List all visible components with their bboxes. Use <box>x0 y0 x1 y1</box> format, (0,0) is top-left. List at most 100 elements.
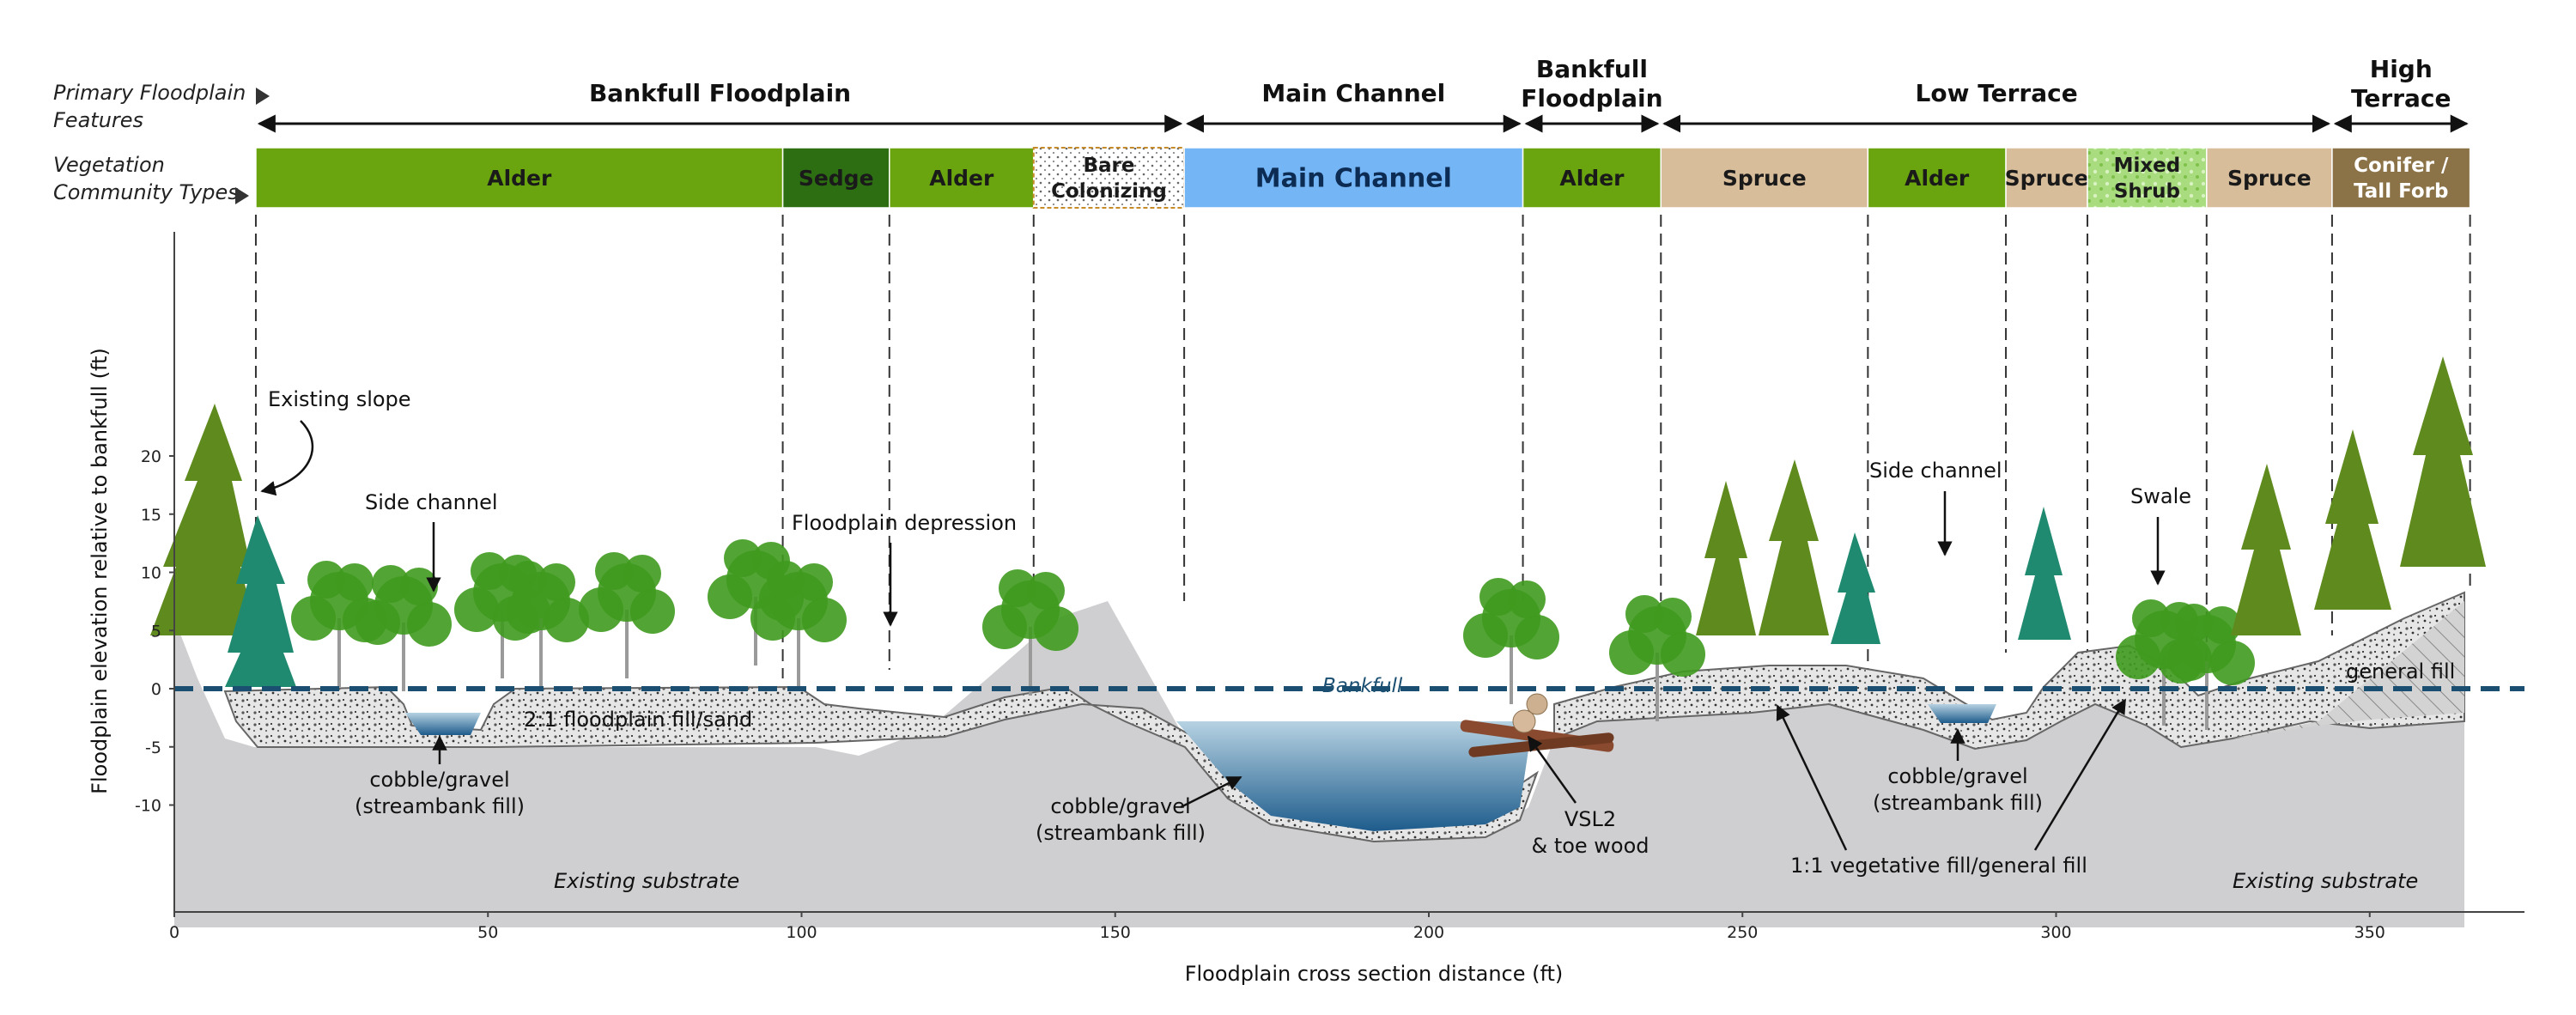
vegetation-zone-label: Spruce <box>2005 166 2089 191</box>
alder-shrub-icon <box>750 561 847 687</box>
conifer-tree-icon <box>2231 464 2301 635</box>
vegetation-zone-label: Bare <box>1083 155 1134 177</box>
header-labels: Primary Floodplain Features Vegetation C… <box>53 81 270 204</box>
existing-slope-arrow <box>260 420 314 496</box>
alder-shrub-icon <box>982 569 1078 696</box>
x-tick-label: 50 <box>477 923 498 942</box>
feature-label: Main Channel <box>1261 79 1445 107</box>
alder-shrub-icon <box>291 561 387 687</box>
cobble-label-3b: (streambank fill) <box>1873 791 2043 815</box>
cobble-arrow-2 <box>1180 775 1242 809</box>
feature-label: High <box>2370 55 2433 83</box>
x-tick-label: 0 <box>169 923 179 942</box>
substrate-label-right: Existing substrate <box>2233 869 2418 893</box>
floodplain-fill-label: 2:1 floodplain fill/sand <box>524 708 752 732</box>
cobble-label-2: cobble/gravel <box>1050 794 1190 818</box>
vegetation-pointer-icon <box>235 187 249 204</box>
primary-pointer-icon <box>256 88 270 105</box>
feature-label: Floodplain <box>1521 84 1662 112</box>
cobble-label-2b: (streambank fill) <box>1036 821 1206 845</box>
vegetation-zone-label: Shrub <box>2114 180 2180 203</box>
vegetation-types-label-2: Community Types <box>53 180 239 204</box>
x-tick-label: 150 <box>1100 923 1131 942</box>
feature-label: Terrace <box>2351 84 2451 112</box>
conifer-tree-icon <box>1696 481 1756 635</box>
x-tick-label: 250 <box>1727 923 1758 942</box>
y-tick-label: -10 <box>135 797 161 816</box>
spruce-tree-icon <box>1831 532 1880 644</box>
vegetation-zone <box>2331 147 2471 209</box>
vsl-label-b: & toe wood <box>1531 834 1649 858</box>
existing-slope-label: Existing slope <box>268 387 411 411</box>
x-tick-label: 100 <box>786 923 817 942</box>
vegetative-fill-label: 1:1 vegetative fill/general fill <box>1790 854 2087 878</box>
side-channel-water-left <box>405 713 481 735</box>
vegetation-zone-label: Tall Forb <box>2354 180 2448 203</box>
vegetation-zone <box>255 147 784 209</box>
vegetation-zone-label: Main Channel <box>1255 164 1452 194</box>
vegetation-zone-label: Spruce <box>1722 166 1807 191</box>
side-channel-label-right: Side channel <box>1869 459 2002 483</box>
swale-label: Swale <box>2130 484 2191 508</box>
x-axis-label: Floodplain cross section distance (ft) <box>1185 962 1564 986</box>
feature-label: Bankfull Floodplain <box>589 79 851 107</box>
primary-features-label-2: Features <box>53 108 143 132</box>
general-fill-hatch <box>2233 601 2464 738</box>
alder-shrub-icon <box>1609 595 1705 721</box>
vegetation-zone <box>2005 147 2088 209</box>
vegetation-zone <box>781 147 890 209</box>
alder-shrub-icon <box>1463 578 1559 704</box>
primary-features-label: Primary Floodplain <box>53 81 246 105</box>
y-tick-label: -5 <box>145 738 161 757</box>
vegetation-zone <box>1867 147 2007 209</box>
vegetative-fill-arrow-1 <box>1776 704 1848 851</box>
y-tick-label: 10 <box>141 564 161 583</box>
vegetation-zone-label: Colonizing <box>1051 180 1167 203</box>
annotations: Existing slope Side channel Floodplain d… <box>260 387 2455 893</box>
vegetation-zone-label: Alder <box>929 166 994 191</box>
y-tick-label: 5 <box>151 622 161 641</box>
alder-shrub-icon <box>355 565 452 691</box>
vegetation-zone-label: Alder <box>1559 166 1625 191</box>
vegetation-zone-label: Conifer / <box>2354 155 2449 177</box>
alder-shrub-icon <box>493 561 589 687</box>
conifer-tree-icon <box>2400 356 2486 567</box>
vegetation-zone <box>1522 147 1662 209</box>
y-tick-label: 0 <box>151 680 161 699</box>
vegetation-types-label: Vegetation <box>53 153 165 177</box>
vegetation-zone <box>889 147 1035 209</box>
substrate-label-left: Existing substrate <box>554 869 739 893</box>
cobble-label-1: cobble/gravel <box>369 768 509 792</box>
x-tick-label: 350 <box>2354 923 2385 942</box>
alder-shrub-icon <box>2159 604 2255 730</box>
vegetation-zone <box>1183 147 1524 209</box>
vegetation-zone-label: Alder <box>1905 166 1970 191</box>
conifer-tree-icon <box>1759 459 1829 635</box>
general-fill-label: general fill <box>2346 659 2455 684</box>
feature-label: Low Terrace <box>1916 79 2078 107</box>
vegetation-zone-label: Mixed <box>2114 155 2181 177</box>
vegetation-zone <box>2206 147 2333 209</box>
vegetation-zone-label: Alder <box>487 166 552 191</box>
vegetation-drawings <box>150 356 2486 730</box>
floodplain-depression-label: Floodplain depression <box>792 511 1017 535</box>
x-tick-label: 200 <box>1413 923 1444 942</box>
vegetative-fill-arrow-2 <box>2033 698 2127 851</box>
vsl-arrow <box>1527 735 1577 804</box>
feature-label: Bankfull <box>1536 55 1648 83</box>
existing-substrate <box>174 601 2464 927</box>
spruce-tree-icon <box>225 515 296 687</box>
primary-features: Bankfull Floodplain Main Channel BankfullF… <box>257 55 2469 133</box>
alder-shrub-icon <box>579 552 675 678</box>
vegetation-zone-label: Sedge <box>799 166 874 191</box>
conifer-tree-icon <box>150 404 258 635</box>
vegetation-zone-label: Spruce <box>2227 166 2312 191</box>
vsl-label: VSL2 <box>1564 807 1616 831</box>
bankfull-label: Bankfull <box>1322 675 1403 697</box>
cobble-label-1b: (streambank fill) <box>355 794 525 818</box>
y-axis-label: Floodplain elevation relative to bankful… <box>88 348 112 794</box>
